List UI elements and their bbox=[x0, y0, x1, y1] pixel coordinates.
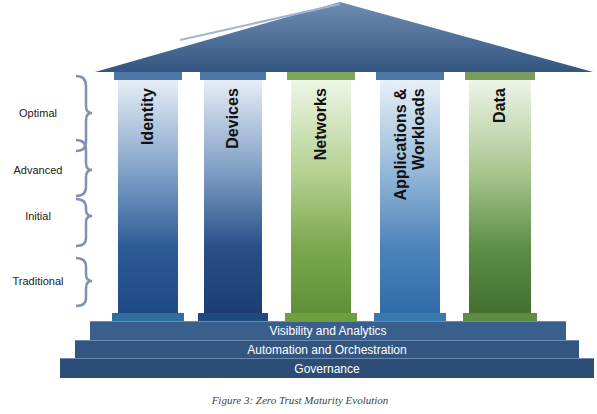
maturity-pillar: Identity bbox=[118, 80, 178, 313]
maturity-level: Initial bbox=[25, 210, 51, 222]
pillar-bases bbox=[112, 313, 537, 321]
roof bbox=[95, 2, 593, 72]
pillar-title: Applications & Workloads bbox=[392, 88, 429, 248]
step-title: Automation and Orchestration bbox=[75, 343, 579, 357]
step-title: Visibility and Analytics bbox=[90, 324, 566, 338]
maturity-level: Advanced bbox=[14, 164, 63, 176]
pillar-title: Devices bbox=[224, 88, 242, 248]
maturity-brackets bbox=[76, 76, 92, 306]
step-title: Governance bbox=[60, 362, 594, 376]
pillar-capitals bbox=[114, 72, 535, 80]
foundation-step: Governance bbox=[60, 358, 594, 378]
maturity-pillar: Applications & Workloads bbox=[380, 80, 440, 313]
pillar-title: Networks bbox=[312, 88, 330, 248]
maturity-pillar: Networks bbox=[291, 80, 351, 313]
maturity-level: Optimal bbox=[19, 107, 57, 119]
foundation-step: Visibility and Analytics bbox=[90, 321, 566, 340]
figure-caption: Figure 3: Zero Trust Maturity Evolution bbox=[212, 394, 389, 406]
pillar-title: Data bbox=[491, 88, 509, 248]
roof-highlight bbox=[180, 4, 340, 40]
maturity-pillar: Devices bbox=[204, 80, 262, 313]
maturity-level: Traditional bbox=[13, 275, 64, 287]
pillar-title: Identity bbox=[139, 88, 157, 248]
maturity-pillar: Data bbox=[469, 80, 531, 313]
foundation-step: Automation and Orchestration bbox=[75, 340, 579, 358]
